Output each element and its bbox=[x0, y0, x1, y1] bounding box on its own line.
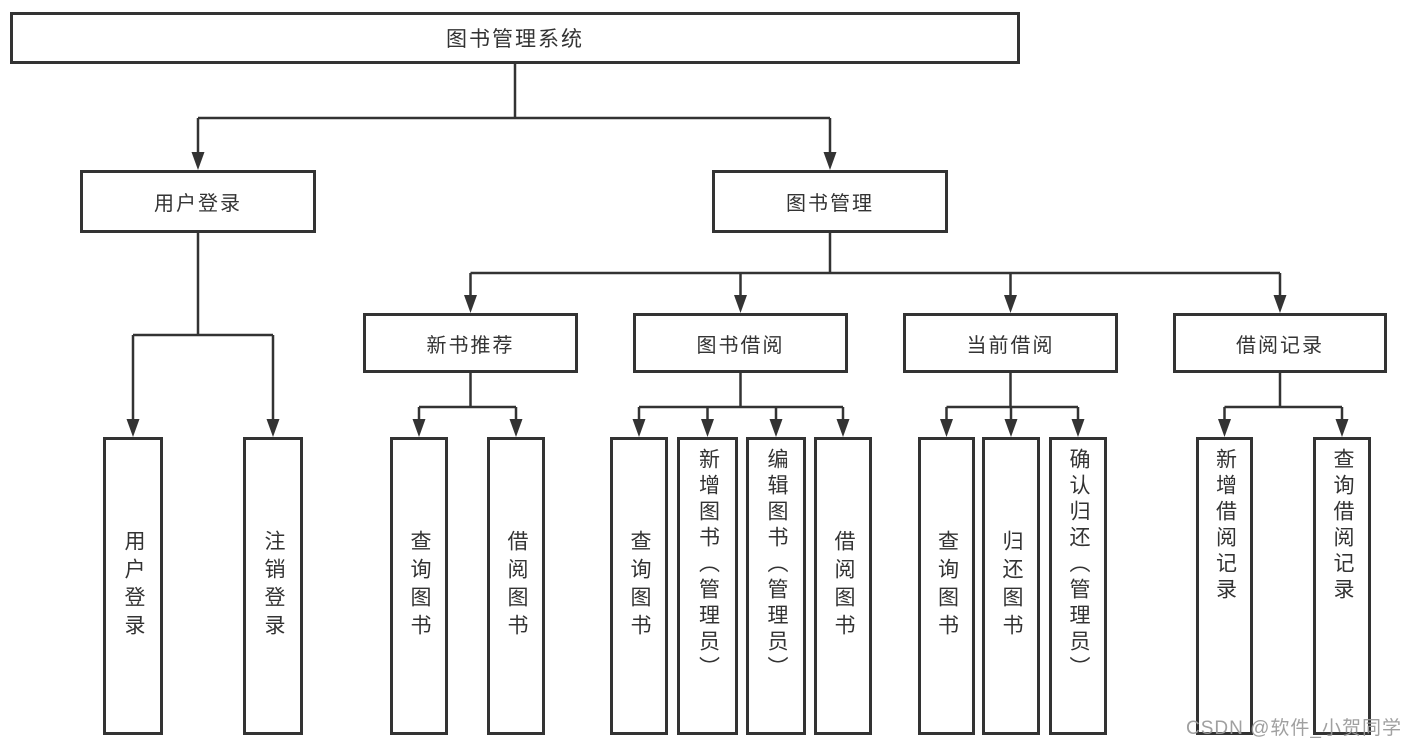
leaf-query-borrow-record: 查询借阅记录 bbox=[1313, 437, 1371, 735]
leaf-label: 借阅图书 bbox=[505, 530, 528, 642]
leaf-query-books-recommend: 查询图书 bbox=[390, 437, 448, 735]
leaf-label: 查询图书 bbox=[935, 530, 959, 642]
leaf-label: 查询图书 bbox=[628, 530, 651, 642]
node-borrow-records: 借阅记录 bbox=[1173, 313, 1387, 373]
node-root-system: 图书管理系统 bbox=[10, 12, 1020, 64]
leaf-label: 归还图书 bbox=[1000, 530, 1023, 642]
leaf-logout: 注销登录 bbox=[243, 437, 303, 735]
leaf-confirm-return-admin: 确认归还（管理员） bbox=[1049, 437, 1107, 735]
leaf-label: 新增图书（管理员） bbox=[696, 448, 720, 682]
leaf-return-book: 归还图书 bbox=[982, 437, 1040, 735]
leaf-label: 查询借阅记录 bbox=[1331, 448, 1354, 604]
leaf-label: 新增借阅记录 bbox=[1213, 448, 1237, 604]
node-book-management-branch: 图书管理 bbox=[712, 170, 948, 233]
node-current-borrow: 当前借阅 bbox=[903, 313, 1118, 373]
leaf-label: 借阅图书 bbox=[832, 530, 855, 642]
node-new-book-recommend: 新书推荐 bbox=[363, 313, 578, 373]
leaf-query-books-borrow: 查询图书 bbox=[610, 437, 668, 735]
leaf-label: 查询图书 bbox=[408, 530, 431, 642]
node-book-borrow: 图书借阅 bbox=[633, 313, 848, 373]
leaf-edit-book-admin: 编辑图书（管理员） bbox=[746, 437, 806, 735]
leaf-add-book-admin: 新增图书（管理员） bbox=[677, 437, 738, 735]
arrowhead-icons bbox=[126, 152, 1349, 437]
node-user-login-branch: 用户登录 bbox=[80, 170, 316, 233]
leaf-borrow-books-recommend: 借阅图书 bbox=[487, 437, 545, 735]
leaf-add-borrow-record: 新增借阅记录 bbox=[1196, 437, 1253, 735]
csdn-watermark: CSDN @软件_小贺同学 bbox=[1186, 718, 1402, 739]
leaf-borrow-books-borrow: 借阅图书 bbox=[814, 437, 872, 735]
leaf-label: 用户登录 bbox=[122, 530, 145, 642]
leaf-label: 编辑图书（管理员） bbox=[765, 448, 788, 682]
leaf-label: 注销登录 bbox=[262, 530, 285, 642]
leaf-user-login: 用户登录 bbox=[103, 437, 163, 735]
leaf-label: 确认归还（管理员） bbox=[1067, 448, 1090, 682]
leaf-query-books-current: 查询图书 bbox=[918, 437, 975, 735]
